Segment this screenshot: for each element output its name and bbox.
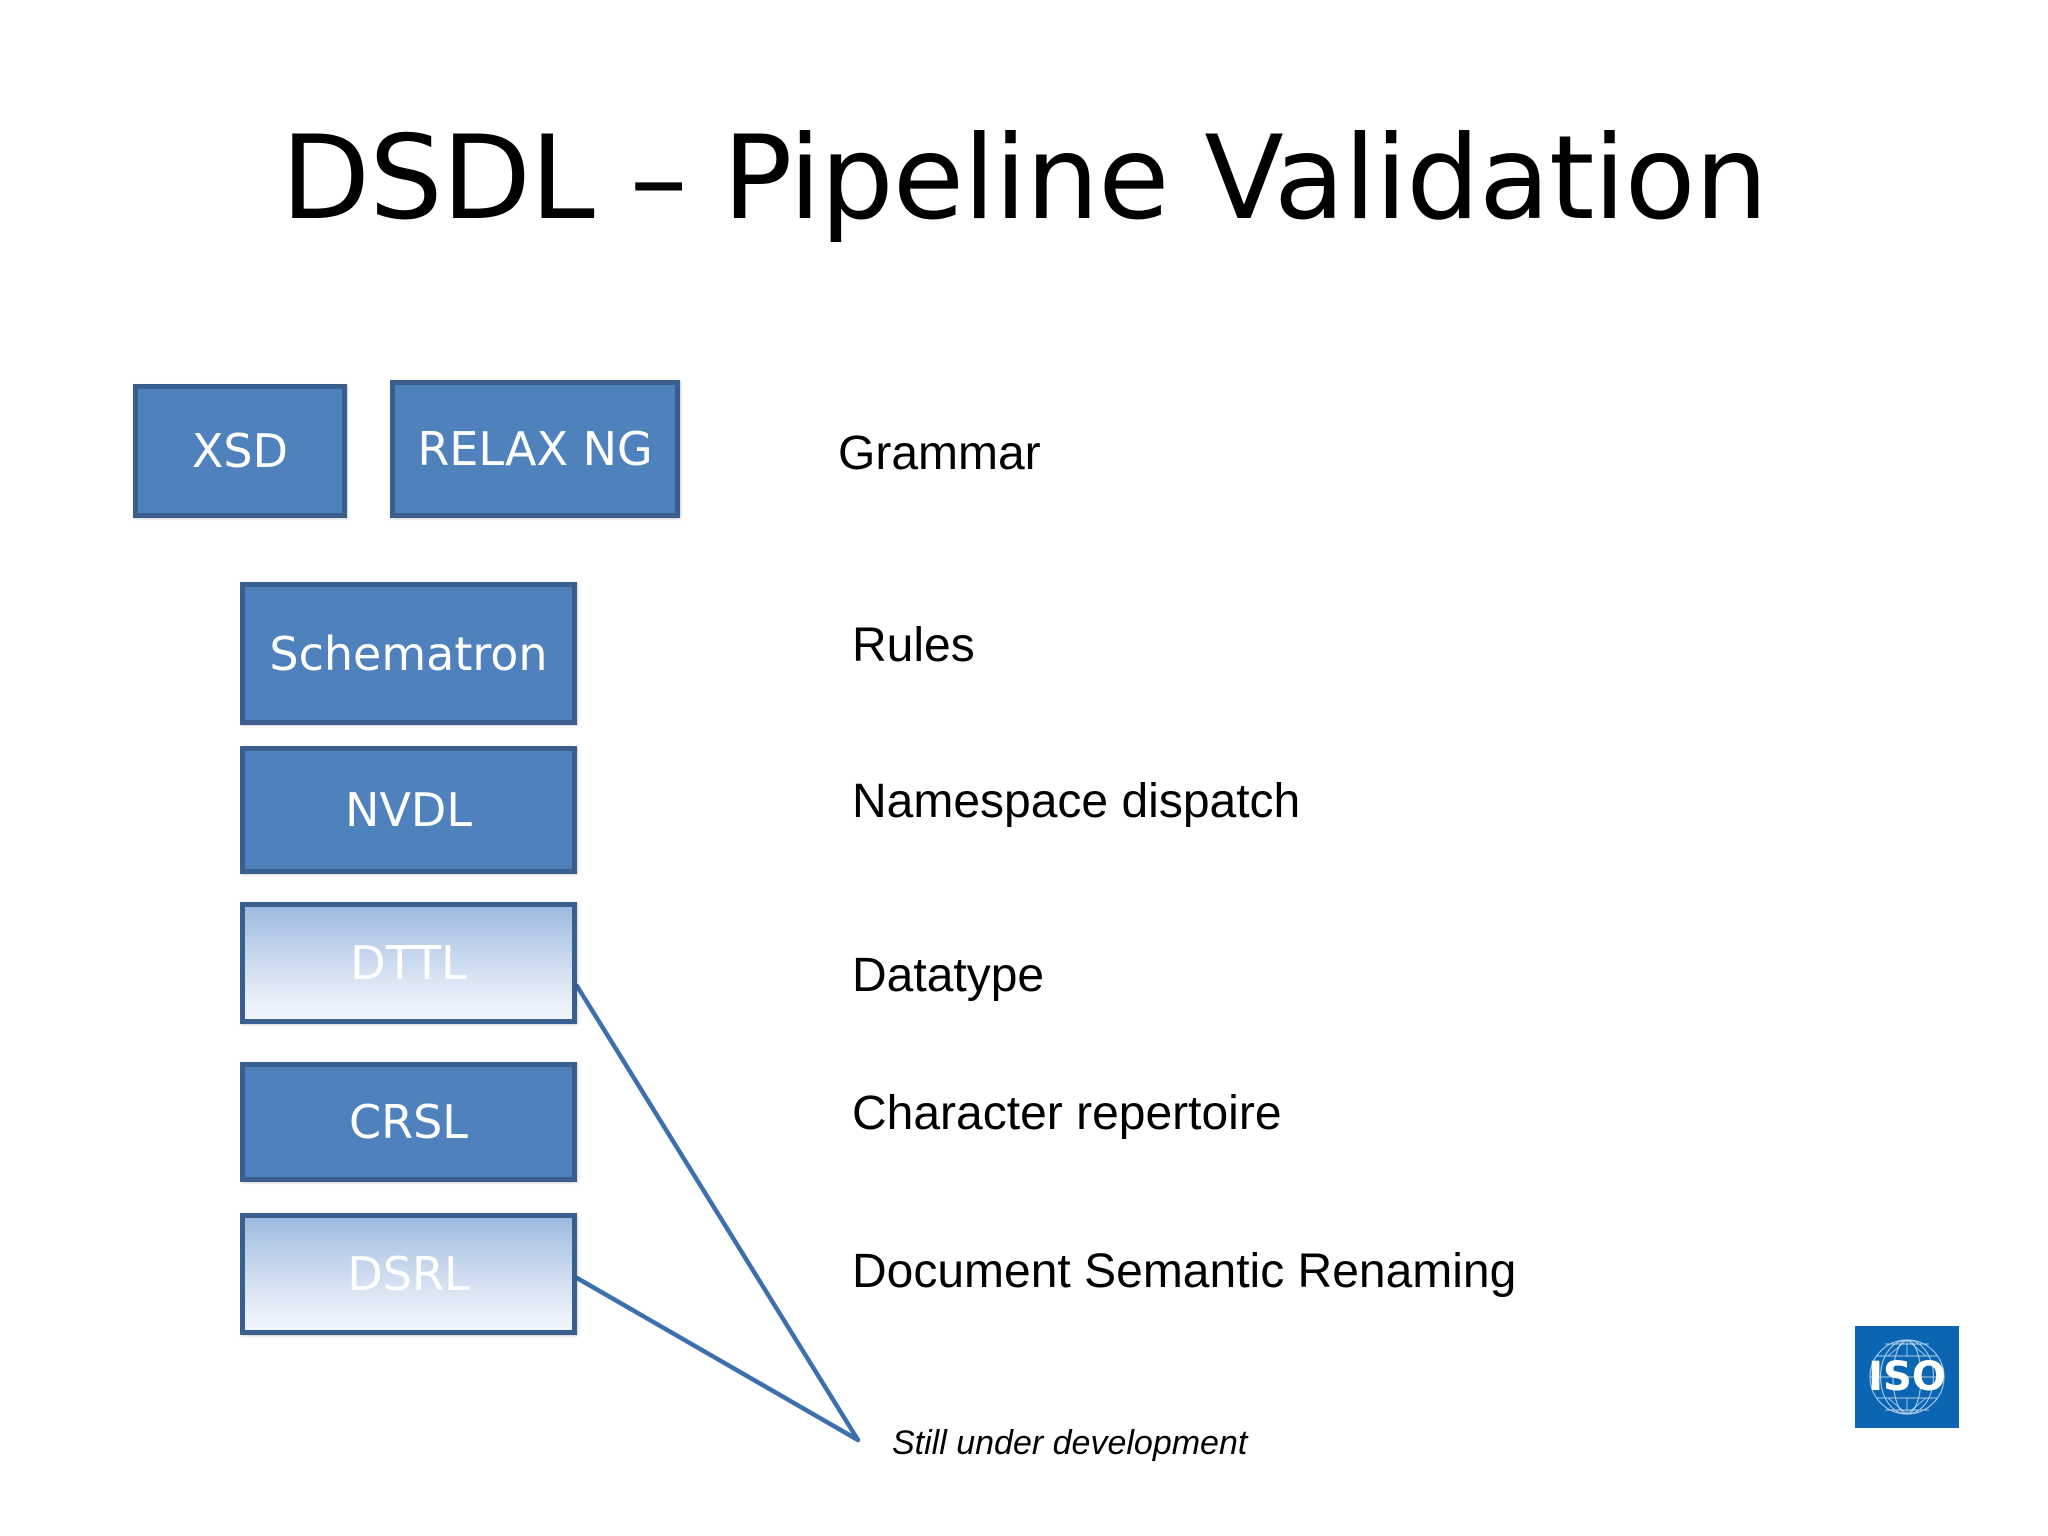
footnote-still-under-development: Still under development — [892, 1424, 1248, 1462]
pipeline-box-relaxng[interactable]: RELAX NG — [390, 380, 680, 518]
iso-logo-text: ISO — [1868, 1354, 1946, 1400]
pipeline-box-label: XSD — [191, 424, 289, 478]
page-title: DSDL – Pipeline Validation — [280, 111, 1768, 246]
description-character-repertoire: Character repertoire — [852, 1087, 1282, 1140]
description-namespace-dispatch: Namespace dispatch — [852, 775, 1301, 828]
pipeline-box-crsl[interactable]: CRSL — [240, 1062, 577, 1182]
pipeline-box-dttl[interactable]: DTTL — [240, 902, 577, 1024]
pipeline-box-schematron[interactable]: Schematron — [240, 582, 577, 725]
pipeline-box-label: DSRL — [347, 1247, 470, 1301]
pipeline-box-label: CRSL — [349, 1095, 468, 1149]
description-document-semantic-renaming: Document Semantic Renaming — [852, 1245, 1517, 1298]
connector-dsrl-to-footnote — [574, 1275, 861, 1443]
pipeline-box-label: Schematron — [269, 626, 548, 681]
connector-dttl-to-footnote — [574, 983, 861, 1443]
pipeline-box-label: NVDL — [345, 783, 472, 837]
pipeline-box-xsd[interactable]: XSD — [133, 384, 347, 518]
iso-logo: ISO — [1855, 1326, 1959, 1428]
pipeline-box-label: DTTL — [350, 936, 467, 990]
pipeline-box-label: RELAX NG — [417, 422, 653, 476]
description-grammar: Grammar — [838, 427, 1041, 480]
description-rules: Rules — [852, 619, 975, 672]
pipeline-box-dsrl[interactable]: DSRL — [240, 1213, 577, 1335]
pipeline-box-nvdl[interactable]: NVDL — [240, 746, 577, 874]
description-datatype: Datatype — [852, 949, 1045, 1002]
